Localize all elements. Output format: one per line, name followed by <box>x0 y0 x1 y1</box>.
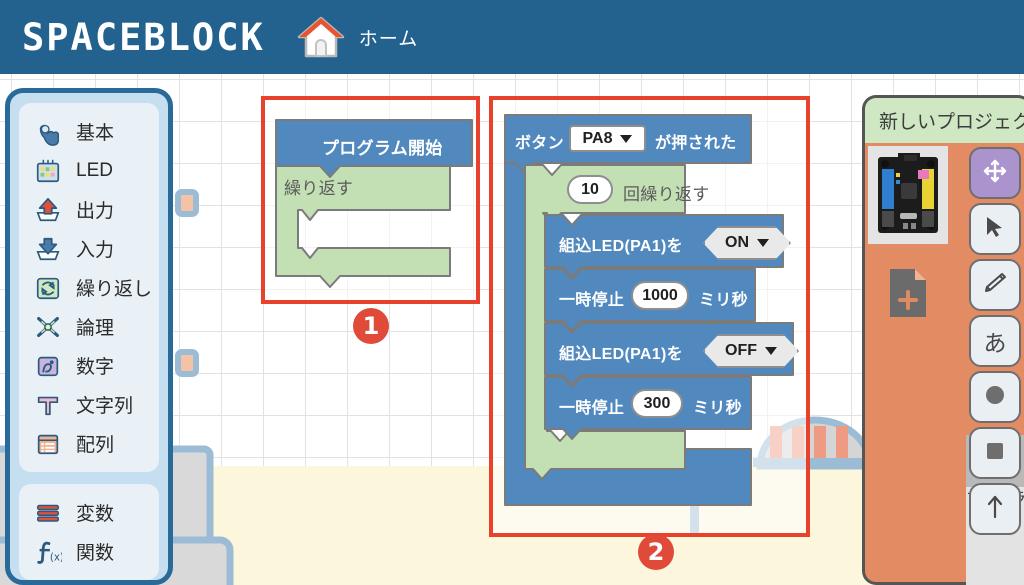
app-header: SPACEBLOCK ホーム <box>0 0 1024 74</box>
add-file-button[interactable] <box>868 244 948 342</box>
variables-bars-icon <box>33 498 63 528</box>
pause2-value-field[interactable]: 300 <box>631 389 683 418</box>
sidebar-group-blocks: 基本 LED <box>19 103 159 472</box>
house-icon <box>297 15 345 59</box>
circle-icon <box>982 382 1008 413</box>
array-list-icon <box>33 429 63 459</box>
tool-pen-button[interactable] <box>969 259 1021 311</box>
square-icon <box>982 438 1008 469</box>
tool-move-button[interactable] <box>969 147 1021 199</box>
sidebar-item-logic[interactable]: 論理 <box>19 307 159 346</box>
move-cross-icon <box>981 157 1009 190</box>
annotation-badge-1: 1 <box>353 308 389 344</box>
microcontroller-board-icon <box>878 153 938 233</box>
chevron-down-icon <box>765 347 777 355</box>
led-off-value: OFF <box>725 342 757 359</box>
pin-dropdown-value: PA8 <box>582 129 613 147</box>
sidebar-item-label: LED <box>76 159 113 181</box>
sidebar-item-label: 論理 <box>76 318 115 339</box>
logic-cross-icon <box>33 312 63 342</box>
button-suffix-label: が押された <box>655 135 737 152</box>
sidebar-item-input[interactable]: 入力 <box>19 229 159 268</box>
board-thumbnail[interactable] <box>868 146 948 244</box>
program-start-label: プログラム開始 <box>322 139 443 158</box>
sidebar-item-label: 文字列 <box>76 396 134 417</box>
pin-dropdown[interactable]: PA8 <box>569 125 646 152</box>
tool-circle-button[interactable] <box>969 371 1021 423</box>
function-fx-icon: (x) <box>33 537 63 567</box>
sidebar-item-label: 変数 <box>76 504 115 525</box>
sidebar-item-label: 出力 <box>76 201 115 222</box>
pause1-suffix-label: ミリ秒 <box>699 292 748 309</box>
sidebar-item-label: 入力 <box>76 240 115 261</box>
led-on-value: ON <box>725 234 749 251</box>
led-matrix-icon <box>33 156 63 186</box>
tool-square-button[interactable] <box>969 427 1021 479</box>
hand-pointer-icon <box>33 117 63 147</box>
repeat-forever-label: 繰り返す <box>284 179 354 198</box>
input-arrow-down-icon <box>33 234 63 264</box>
led-off-dropdown[interactable]: OFF <box>703 334 799 368</box>
pause2-suffix-label: ミリ秒 <box>693 400 742 417</box>
led-on-dropdown[interactable]: ON <box>703 226 791 260</box>
project-tab-label: 新しいプロジェク <box>879 112 1024 133</box>
home-label: ホーム <box>358 28 419 50</box>
program-stack-1[interactable]: プログラム開始 繰り返す <box>274 118 474 298</box>
pen-icon <box>981 269 1009 302</box>
sidebar-item-led[interactable]: LED <box>19 151 159 190</box>
text-t-icon <box>33 390 63 420</box>
sidebar-item-label: 繰り返し <box>76 279 153 300</box>
sidebar-item-functions[interactable]: (x) 関数 <box>19 532 159 571</box>
program-2-svg <box>504 114 794 506</box>
sidebar-item-label: 関数 <box>76 543 115 564</box>
tool-select-button[interactable] <box>969 203 1021 255</box>
sidebar-item-output[interactable]: 出力 <box>19 190 159 229</box>
chevron-down-icon <box>757 239 769 247</box>
pause2-prefix-label: 一時停止 <box>559 400 625 417</box>
project-tab[interactable]: 新しいプロジェク <box>862 95 1024 143</box>
sidebar-item-array[interactable]: 配列 <box>19 424 159 463</box>
tool-text-button[interactable]: あ <box>969 315 1021 367</box>
sidebar-item-label: 基本 <box>76 123 115 144</box>
sidebar-item-string[interactable]: 文字列 <box>19 385 159 424</box>
new-file-plus-icon <box>890 269 926 317</box>
sidebar-item-label: 配列 <box>76 435 115 456</box>
pause1-value-field[interactable]: 1000 <box>631 281 689 310</box>
tool-upload-button[interactable] <box>969 483 1021 535</box>
output-arrow-up-icon <box>33 195 63 225</box>
sidebar-item-label: 数字 <box>76 357 115 378</box>
sidebar-item-loop[interactable]: 繰り返し <box>19 268 159 307</box>
annotation-badge-2: 2 <box>638 534 674 570</box>
app-logo[interactable]: SPACEBLOCK <box>22 15 265 59</box>
program-stack-2[interactable]: ボタン PA8 が押された 10 回繰り返す 組込LED(PA1)を ON 一時… <box>503 113 803 523</box>
svg-text:(x): (x) <box>50 551 62 563</box>
loop-arrows-icon <box>33 273 63 303</box>
program-1-svg <box>275 119 473 288</box>
led-off-label: 組込LED(PA1)を <box>559 346 683 363</box>
cursor-arrow-icon <box>982 214 1008 245</box>
home-button[interactable]: ホーム <box>297 15 418 59</box>
text-japanese-icon: あ <box>983 330 1007 356</box>
led-on-label: 組込LED(PA1)を <box>559 238 683 255</box>
repeat-count-label: 回繰り返す <box>623 185 710 204</box>
number-icon <box>33 351 63 381</box>
repeat-count-field[interactable]: 10 <box>567 175 613 204</box>
button-prefix-label: ボタン <box>515 135 564 152</box>
sidebar-item-variables[interactable]: 変数 <box>19 493 159 532</box>
sidebar-item-basic[interactable]: 基本 <box>19 112 159 151</box>
chevron-down-icon <box>620 134 633 143</box>
category-sidebar: 基本 LED <box>5 88 173 585</box>
project-panel: 新しいプロジェク <box>862 95 1024 585</box>
arrow-up-icon <box>982 493 1008 526</box>
pause1-prefix-label: 一時停止 <box>559 292 625 309</box>
sidebar-item-number[interactable]: 数字 <box>19 346 159 385</box>
sidebar-group-advanced: 変数 (x) 関数 <box>19 484 159 580</box>
tool-strip: P P あ <box>966 143 1024 585</box>
